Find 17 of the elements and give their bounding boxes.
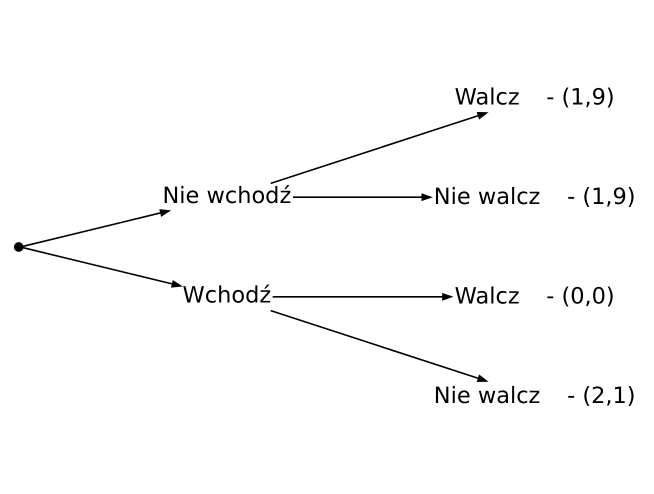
node-label: - (0,0): [546, 284, 615, 310]
node-label: - (2,1): [567, 383, 636, 410]
node-label: - (1,9): [546, 84, 615, 110]
arrow: [23, 246, 183, 288]
arrow: [270, 112, 489, 184]
node-text: Nie walcz: [434, 184, 540, 210]
node-text: Wchodź: [182, 282, 272, 309]
node-text: Nie walcz: [434, 383, 540, 410]
node-label: - (1,9): [567, 184, 636, 210]
node-point: [14, 242, 24, 252]
arrow: [270, 310, 489, 382]
node-text: Walcz: [454, 84, 520, 110]
node-text: Walcz: [454, 284, 520, 310]
arrow: [23, 209, 172, 248]
arrow: [272, 292, 454, 301]
node-text: Nie wchodź: [162, 183, 292, 210]
arrow: [292, 193, 433, 202]
